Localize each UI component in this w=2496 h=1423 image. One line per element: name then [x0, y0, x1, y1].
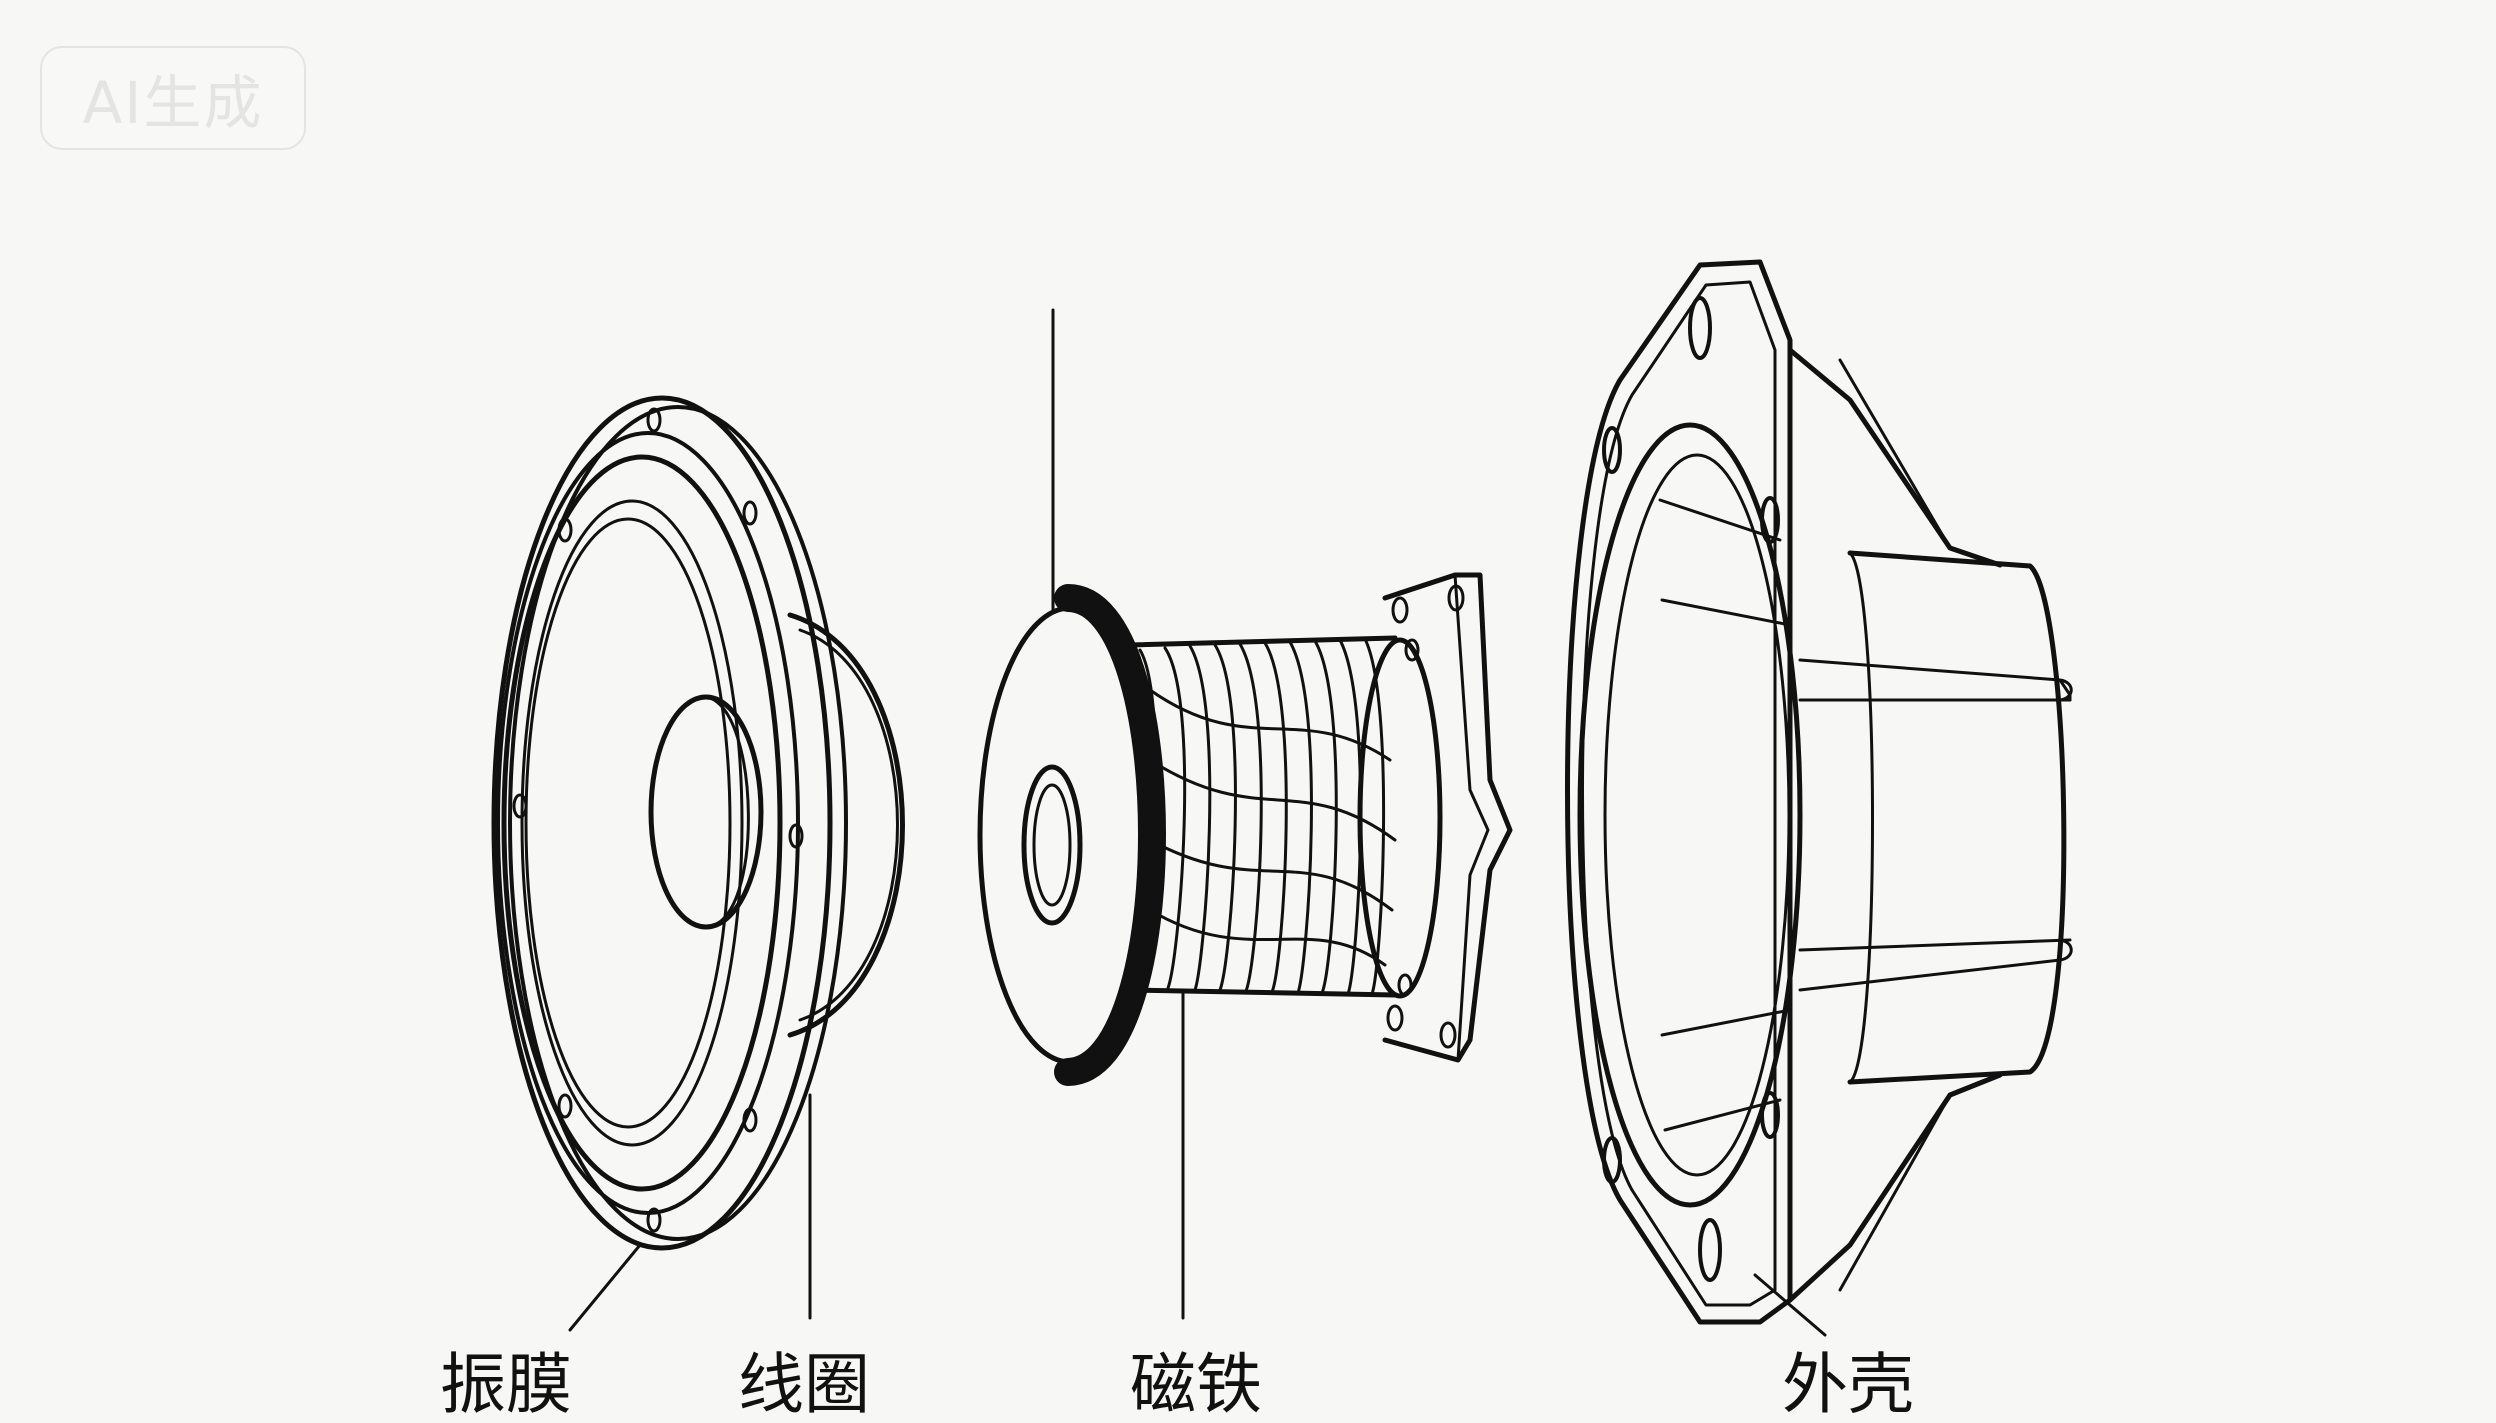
label-diaphragm: 振膜: [440, 1346, 572, 1423]
ai-generated-watermark-text: AI生成: [82, 69, 264, 137]
leader-line-diaphragm: [568, 1243, 642, 1332]
coil-part: [1127, 572, 1513, 1063]
leader-lines: [568, 308, 1827, 1337]
ai-generated-watermark: AI生成: [40, 46, 306, 150]
label-magnet: 磁铁: [1130, 1346, 1262, 1423]
diaphragm-part: [491, 395, 905, 1251]
label-coil: 线圈: [738, 1346, 870, 1423]
magnet-part: [977, 584, 1166, 1086]
label-housing: 外壳: [1782, 1346, 1914, 1423]
leader-line-housing: [1753, 1273, 1827, 1337]
housing-part: [1565, 259, 2073, 1325]
